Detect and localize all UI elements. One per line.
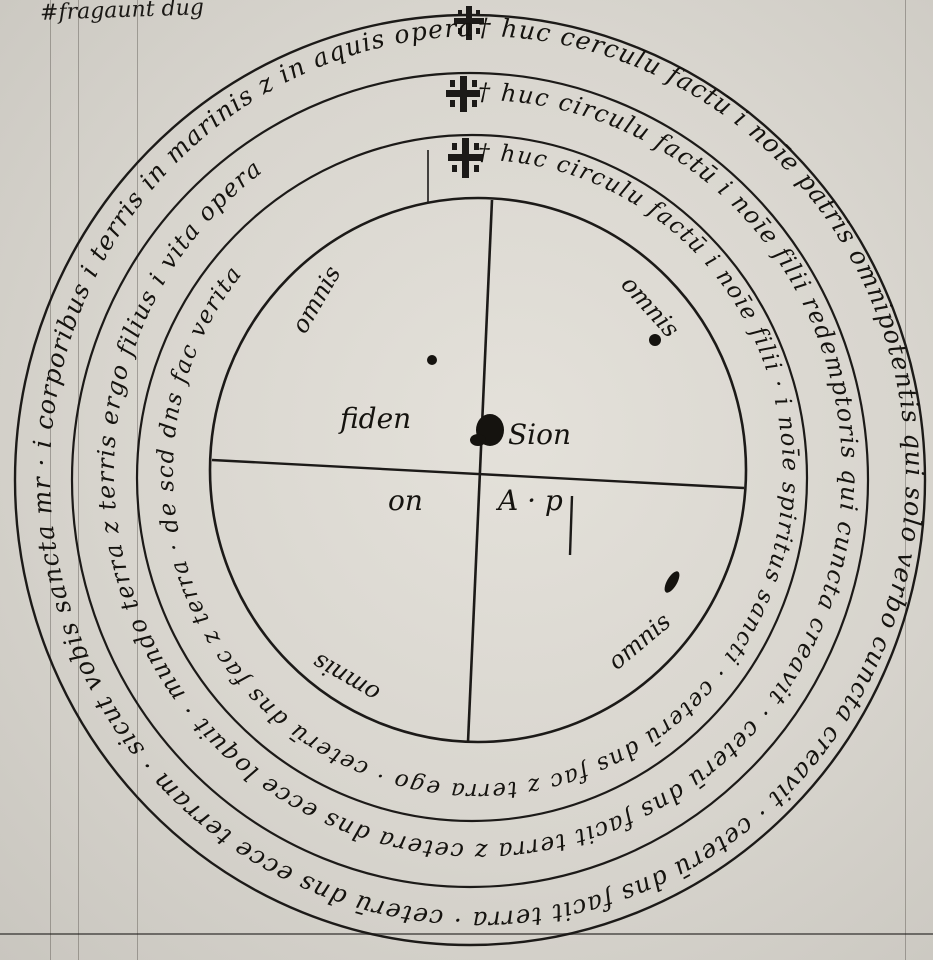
vertical-divider bbox=[466, 199, 494, 743]
margin-rule bbox=[50, 0, 51, 960]
ring-2 bbox=[70, 71, 870, 889]
cross-icon bbox=[448, 138, 483, 178]
center-word-left: fiden bbox=[338, 402, 411, 435]
ink-blot bbox=[470, 414, 504, 446]
center-word-low-right: A · p bbox=[495, 484, 563, 517]
middle-inscription: † huc circulu factū i noīe filii redempt… bbox=[92, 78, 864, 866]
inner-inscription: † huc circulu factū i noīe filii · i noī… bbox=[153, 140, 803, 804]
center-word-low-left: on bbox=[388, 484, 423, 517]
ink-dot bbox=[664, 571, 680, 593]
ink-dot bbox=[649, 334, 661, 346]
ink-dot bbox=[427, 355, 437, 365]
margin-rule bbox=[905, 0, 906, 960]
ring-3 bbox=[135, 133, 809, 823]
bottom-rule bbox=[0, 933, 933, 935]
margin-rule bbox=[78, 0, 79, 960]
horizontal-divider bbox=[211, 458, 745, 490]
inner-ring bbox=[208, 196, 748, 744]
ink-stroke bbox=[568, 495, 574, 556]
cross-icon bbox=[446, 76, 480, 112]
center-word-right: Sion bbox=[508, 418, 571, 451]
quadrant-word-bottom-left: omnis bbox=[308, 648, 385, 709]
quadrant-word-top-right: omnis bbox=[616, 270, 685, 343]
cross-icon bbox=[454, 6, 484, 40]
